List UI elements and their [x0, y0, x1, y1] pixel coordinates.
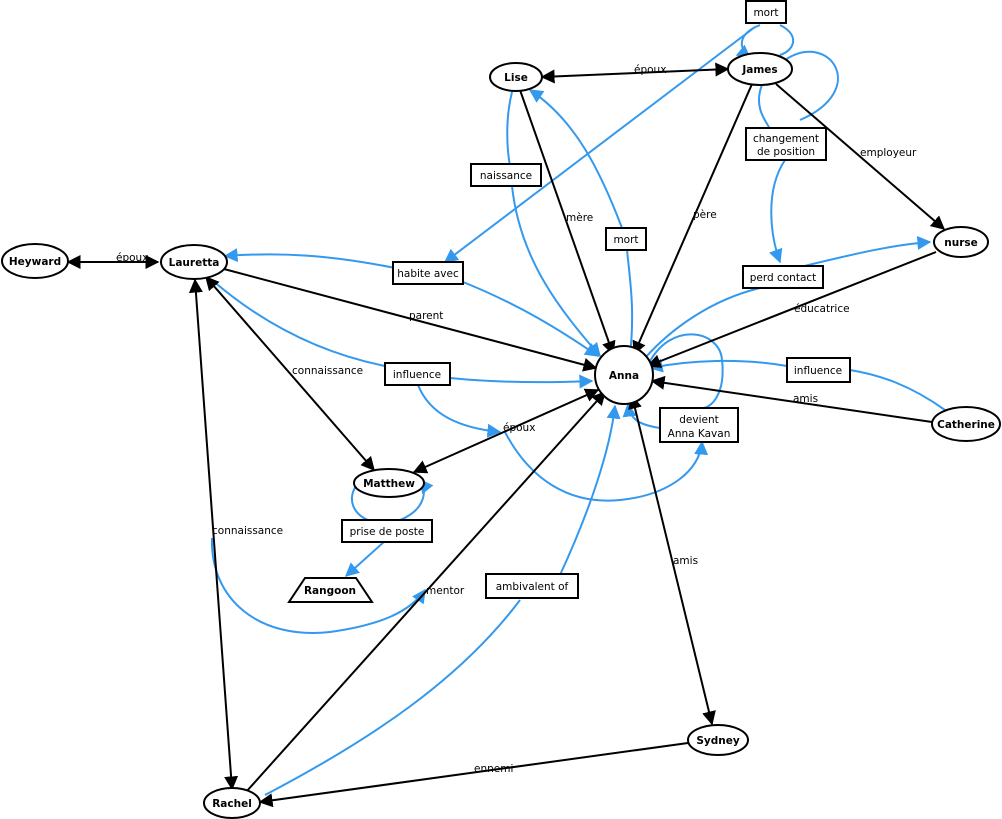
label-james-anna: père: [693, 209, 717, 221]
edge-naissance-anna: [511, 185, 601, 358]
svg-text:Lauretta: Lauretta: [169, 257, 220, 269]
edge-lise-naissance: [506, 91, 513, 167]
edge-james-self-loop: [784, 50, 839, 121]
event-perd-contact: perd contact: [742, 265, 824, 289]
edge-prise-rangoon: [344, 540, 386, 577]
svg-text:Matthew: Matthew: [363, 478, 415, 490]
node-matthew: Matthew: [353, 468, 425, 498]
node-lauretta: Lauretta: [160, 244, 228, 280]
svg-text:Rangoon: Rangoon: [304, 585, 356, 597]
edge-lauretta-rachel: [188, 278, 239, 791]
edge-nurse-anna: [646, 251, 937, 368]
edge-james-changement: [758, 84, 771, 131]
edge-habite-anna: [462, 281, 600, 357]
edge-james-anna: [632, 83, 753, 356]
svg-text:influence: influence: [794, 365, 842, 377]
edge-catherine-influence: [849, 369, 946, 411]
label-lauretta-anna: parent: [409, 310, 443, 322]
svg-text:influence: influence: [393, 369, 441, 381]
label-james-nurse: employeur: [860, 147, 917, 159]
event-ambivalent-of: ambivalent of: [485, 573, 579, 599]
edge-perd-nurse: [799, 235, 932, 268]
node-sydney: Sydney: [687, 724, 749, 756]
edge-james-mort-top: [779, 24, 795, 56]
edge-catherine-anna: [650, 375, 933, 423]
svg-text:changement: changement: [753, 133, 819, 145]
label-lauretta-matthew: connaissance: [292, 365, 363, 377]
node-rachel: Rachel: [203, 787, 261, 819]
svg-text:James: James: [741, 64, 777, 76]
svg-text:perd contact: perd contact: [750, 272, 817, 284]
svg-text:Rachel: Rachel: [212, 798, 252, 810]
label-anna-matthew: époux: [503, 422, 535, 434]
event-mort-top: mort: [745, 0, 787, 24]
edge-perd-anna: [644, 287, 761, 359]
edge-sydney-rachel: [258, 742, 689, 808]
svg-text:habite avec: habite avec: [397, 268, 459, 280]
label-lise-james: époux: [634, 64, 666, 76]
label-lise-anna: mère: [566, 212, 593, 224]
node-heyward: Heyward: [1, 243, 69, 279]
edge-rachel-ambivalent: [264, 599, 521, 796]
node-anna: Anna: [594, 345, 654, 405]
edge-changement-perd: [769, 159, 786, 264]
svg-text:de position: de position: [757, 146, 815, 158]
edge-anna-sydney: [628, 394, 716, 726]
edge-anna-self-loop: [647, 333, 724, 410]
svg-text:naissance: naissance: [480, 170, 532, 182]
event-influence-left: influence: [384, 362, 451, 386]
event-mort-mid: mort: [605, 227, 647, 251]
label-catherine-anna: amis: [793, 393, 818, 405]
edge-lise-anna: [519, 89, 616, 356]
event-devient-anna-kavan: devient Anna Kavan: [659, 407, 739, 443]
label-sydney-rachel: ennemi: [474, 763, 513, 775]
label-anna-sydney: amis: [673, 555, 698, 567]
edge-influence-epoux: [417, 384, 502, 438]
svg-text:Sydney: Sydney: [696, 735, 740, 747]
edge-rachel-anna: [245, 390, 606, 793]
node-catherine: Catherine: [931, 406, 1001, 442]
svg-text:Catherine: Catherine: [937, 419, 995, 431]
edge-habite-lauretta: [223, 248, 396, 269]
edge-influence-right-anna: [648, 358, 788, 373]
event-prise-de-poste: prise de poste: [341, 519, 433, 543]
event-changement-de-position: changement de position: [745, 127, 827, 161]
event-naissance: naissance: [470, 163, 542, 187]
svg-text:Anna Kavan: Anna Kavan: [668, 428, 731, 440]
svg-text:Heyward: Heyward: [9, 256, 61, 268]
svg-text:Anna: Anna: [609, 370, 639, 382]
node-rangoon: Rangoon: [287, 577, 374, 603]
label-heyward-lauretta: époux: [116, 252, 148, 264]
svg-text:devient: devient: [679, 414, 719, 426]
edge-ambivalent-anna: [559, 404, 621, 576]
svg-text:ambivalent of: ambivalent of: [496, 581, 569, 593]
label-nurse-anna: éducatrice: [794, 303, 850, 315]
edge-anna-mort-mid: [626, 249, 634, 356]
label-lauretta-rachel: connaissance: [212, 525, 283, 537]
edge-devient-anna: [622, 402, 661, 429]
event-influence-right: influence: [786, 357, 851, 383]
edge-james-nurse: [775, 83, 946, 230]
edge-lauretta-influence: [211, 279, 386, 367]
node-james: James: [727, 52, 793, 86]
svg-text:mort: mort: [613, 234, 638, 246]
edge-anna-matthew: [412, 388, 600, 474]
node-nurse: nurse: [933, 226, 989, 258]
edge-mort-mid-lise: [528, 89, 623, 229]
event-habite-avec: habite avec: [392, 261, 464, 285]
svg-text:Lise: Lise: [504, 72, 528, 84]
edge-lise-james: [540, 62, 730, 84]
node-lise: Lise: [489, 62, 543, 92]
label-rachel-anna: mentor: [426, 585, 465, 597]
edge-mort-top-habite: [443, 26, 756, 263]
svg-text:prise de poste: prise de poste: [350, 526, 425, 538]
svg-text:mort: mort: [753, 7, 778, 19]
svg-text:nurse: nurse: [944, 237, 978, 249]
edge-influence-anna: [449, 374, 594, 389]
